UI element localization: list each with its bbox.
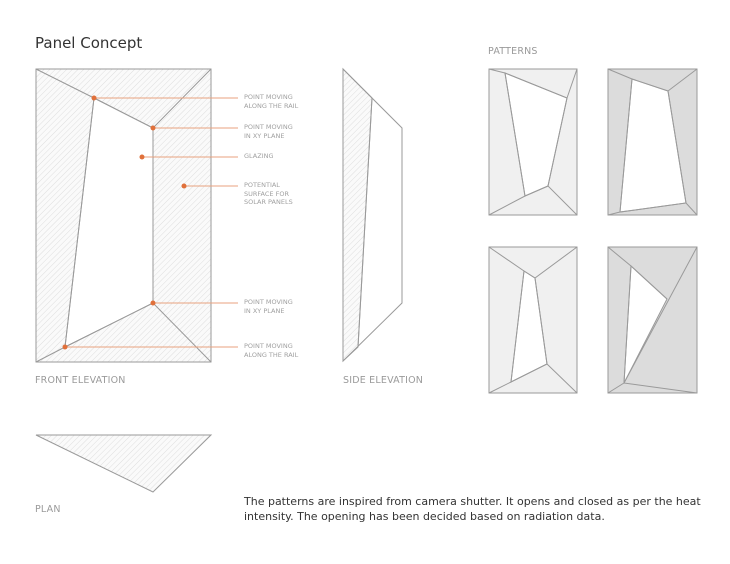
pattern-3 [488,246,578,394]
plan-drawing [35,434,213,493]
patterns-heading: PATTERNS [488,46,538,57]
annotation-label: POINT MOVING IN XY PLANE [244,298,293,315]
annotation-label: POINT MOVING ALONG THE RAIL [244,342,299,359]
front-elevation-caption: FRONT ELEVATION [35,375,126,386]
annotation-label: POINT MOVING ALONG THE RAIL [244,93,299,110]
annotation-label: GLAZING [244,152,274,160]
annotation-leaders [65,97,238,348]
description-text: The patterns are inspired from camera sh… [244,495,701,523]
annotation-label: POTENTIAL SURFACE FOR SOLAR PANELS [244,181,293,206]
plan-caption: PLAN [35,504,61,515]
side-elevation-caption: SIDE ELEVATION [343,375,424,386]
pattern-4 [607,246,698,394]
pattern-1 [488,68,578,216]
annotation-label: POINT MOVING IN XY PLANE [244,123,293,140]
side-elevation-drawing [342,67,403,363]
page-title: Panel Concept [35,34,143,52]
annotation-dots [62,95,187,350]
front-elevation-drawing [35,68,212,363]
pattern-2 [607,68,698,216]
